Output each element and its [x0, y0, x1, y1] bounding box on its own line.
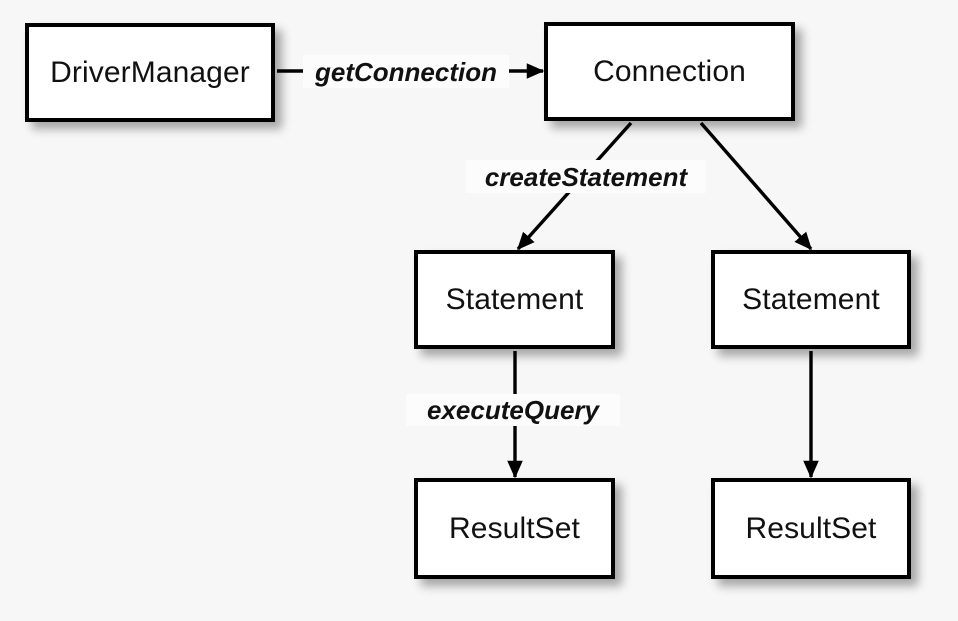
- node-resultset-right[interactable]: ResultSet: [711, 478, 911, 579]
- node-connection-label: Connection: [593, 54, 746, 88]
- node-resultset-right-label: ResultSet: [745, 511, 877, 545]
- node-driver-manager[interactable]: DriverManager: [25, 23, 275, 122]
- node-resultset-left[interactable]: ResultSet: [414, 478, 615, 579]
- edge-create-statement-2-line: [699, 121, 813, 251]
- edge-label-get-connection: getConnection: [303, 55, 509, 88]
- node-driver-manager-label: DriverManager: [50, 55, 250, 89]
- edge-label-get-connection-text: getConnection: [315, 56, 497, 87]
- edge-label-execute-query: executeQuery: [406, 394, 620, 426]
- edge-label-execute-query-text: executeQuery: [427, 395, 599, 425]
- node-statement-right-label: Statement: [742, 282, 880, 316]
- node-resultset-left-label: ResultSet: [449, 511, 580, 545]
- node-connection[interactable]: Connection: [544, 22, 795, 121]
- edge-label-create-statement-text: createStatement: [484, 161, 688, 192]
- node-statement-left[interactable]: Statement: [414, 250, 615, 349]
- node-statement-left-label: Statement: [445, 282, 584, 316]
- node-statement-right[interactable]: Statement: [711, 250, 911, 349]
- edge-label-create-statement: createStatement: [466, 160, 706, 193]
